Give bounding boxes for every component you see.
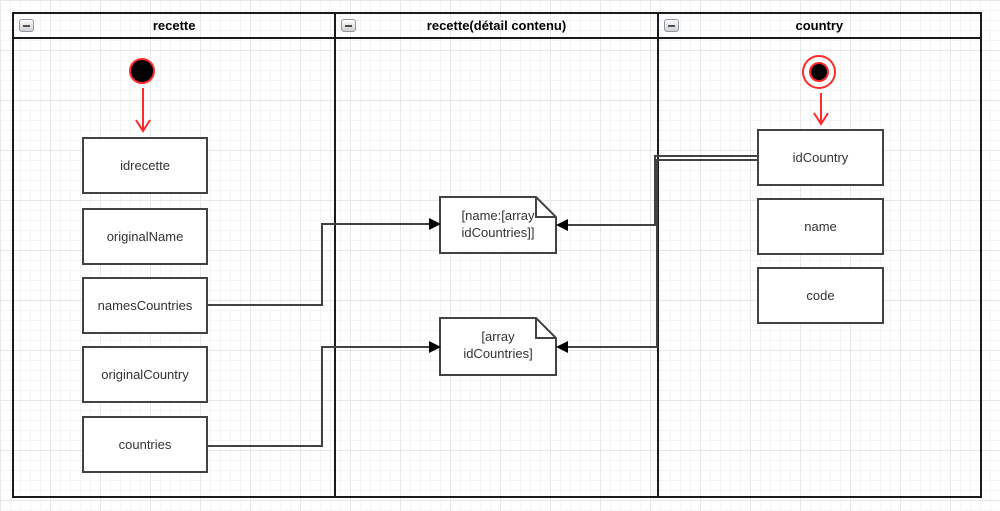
initial-node-inner-circle	[809, 62, 829, 82]
node-label: name	[804, 219, 837, 234]
collapse-minus-icon[interactable]	[341, 19, 357, 32]
node-label: idrecette	[120, 158, 170, 173]
node-originalcountry[interactable]: originalCountry	[82, 346, 208, 403]
lane-title: recette	[152, 18, 196, 33]
node-label: countries	[118, 437, 172, 452]
node-idrecette[interactable]: idrecette	[82, 137, 208, 194]
node-label: originalCountry	[101, 367, 189, 382]
initial-node-recette[interactable]	[129, 58, 155, 84]
node-originalname[interactable]: originalName	[82, 208, 208, 265]
node-label: idCountry	[792, 150, 849, 165]
minus-icon	[345, 24, 353, 27]
lane-recette-detail: recette(détail contenu)	[336, 14, 659, 496]
node-namescountries[interactable]: namesCountries	[82, 277, 208, 334]
lane-country-header[interactable]: country	[658, 14, 980, 39]
node-countries[interactable]: countries	[82, 416, 208, 473]
note-line: idCountries]]	[461, 225, 535, 240]
note-2-text: [array idCountries]	[439, 317, 557, 375]
note-line: [array	[481, 329, 515, 345]
node-name[interactable]: name	[757, 198, 884, 255]
node-label: originalName	[106, 229, 184, 244]
minus-icon	[667, 24, 675, 27]
swimlane-pool: recette recette(détail contenu) country	[12, 12, 982, 498]
note-line: [name:[array	[461, 208, 535, 224]
lane-recette-header[interactable]: recette	[14, 14, 335, 39]
node-label: namesCountries	[97, 298, 193, 313]
node-idcountry[interactable]: idCountry	[757, 129, 884, 186]
minus-icon	[23, 24, 30, 27]
note-1-text: [name:[array idCountries]]	[439, 196, 557, 254]
note-line: idCountries]	[463, 346, 533, 361]
node-code[interactable]: code	[757, 267, 884, 324]
collapse-minus-icon[interactable]	[19, 19, 34, 32]
lane-country: country	[658, 14, 980, 496]
initial-node-country[interactable]	[802, 55, 836, 89]
collapse-minus-icon[interactable]	[663, 19, 679, 32]
lane-title: recette(détail contenu)	[426, 18, 567, 33]
lane-recette-detail-header[interactable]: recette(détail contenu)	[336, 14, 657, 39]
lane-title: country	[795, 18, 844, 33]
node-label: code	[806, 288, 835, 303]
